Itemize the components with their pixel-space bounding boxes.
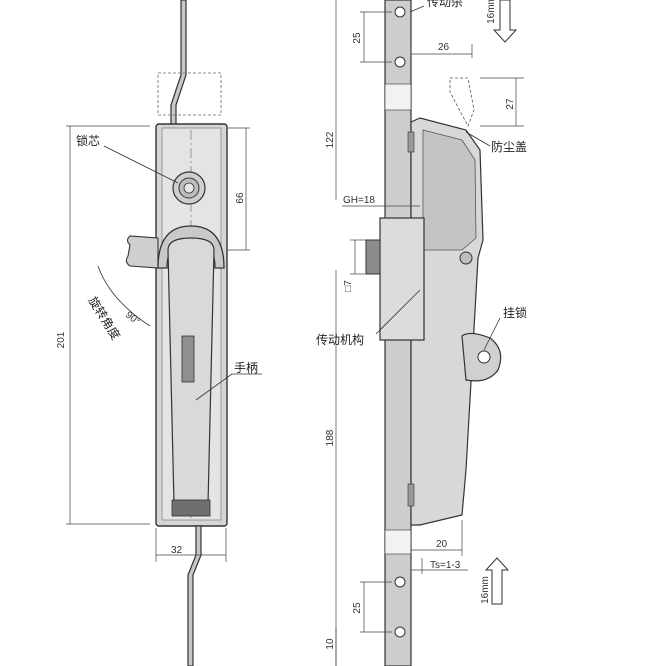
side-lever: [125, 235, 159, 269]
screw-bottom: [407, 483, 415, 507]
dust-cover-outline: [449, 77, 475, 127]
label-lock-core: 锁芯: [76, 133, 100, 148]
square-shaft: [365, 239, 381, 275]
handle-foot: [171, 499, 211, 517]
dim-stroke-bottom: 16mm: [480, 576, 491, 604]
rod-extension-dashed: [157, 72, 222, 116]
dim-stroke-top: 16mm: [486, 0, 497, 24]
dim-ts: Ts=1-3: [430, 560, 461, 571]
screw-top: [407, 131, 415, 153]
dim-bottom-width: 32: [171, 545, 183, 556]
dim-bottom-offset: 25: [352, 602, 363, 614]
label-handle: 手柄: [234, 361, 258, 375]
arrow-outline-icon: [492, 0, 518, 43]
rod-hole-4: [394, 626, 406, 638]
dim-gh: GH=18: [343, 195, 375, 206]
rotation-arc: [97, 265, 151, 327]
transmission-block: [379, 217, 425, 341]
dim-core-offset: 66: [235, 192, 246, 204]
handle-slot: [181, 335, 195, 383]
side-bar-gap-bottom: [384, 529, 412, 555]
lock-core: [172, 171, 206, 205]
front-view: 201 66 32 90° 旋转角度 锁芯 手柄: [56, 0, 262, 666]
rod-hole-3: [394, 576, 406, 588]
dim-top-offset: 25: [352, 32, 363, 44]
arrow-outline-icon: [484, 557, 510, 605]
dim-top-width: 26: [438, 42, 450, 53]
label-dust-cover: 防尘盖: [491, 139, 527, 154]
dim-cover-height: 27: [505, 98, 516, 110]
label-rotation-angle: 旋转角度: [85, 294, 123, 343]
dim-square: □7: [343, 280, 354, 292]
label-padlock: 挂锁: [503, 305, 527, 320]
dim-bottom-right-width: 20: [436, 539, 448, 550]
side-bar-gap-top: [384, 83, 412, 111]
label-transmission-mechanism: 传动机构: [316, 332, 364, 347]
dim-total-height: 201: [56, 331, 67, 348]
label-angle: 90°: [123, 310, 142, 328]
upper-rod: [170, 0, 187, 126]
rod-hole-2: [394, 56, 406, 68]
dim-bottom-end: 10: [325, 638, 336, 650]
pivot-pin: [459, 251, 473, 265]
rod-hole-1: [394, 6, 406, 18]
label-transmission-rod-top: 传动杀: [427, 0, 463, 9]
side-view: 25 122 26 27 GH=18 □7 188 20 T: [316, 0, 527, 666]
dim-upper-length: 122: [325, 131, 336, 148]
padlock-hole: [477, 350, 491, 364]
dim-lower-length: 188: [325, 429, 336, 446]
lower-rod: [187, 525, 202, 666]
